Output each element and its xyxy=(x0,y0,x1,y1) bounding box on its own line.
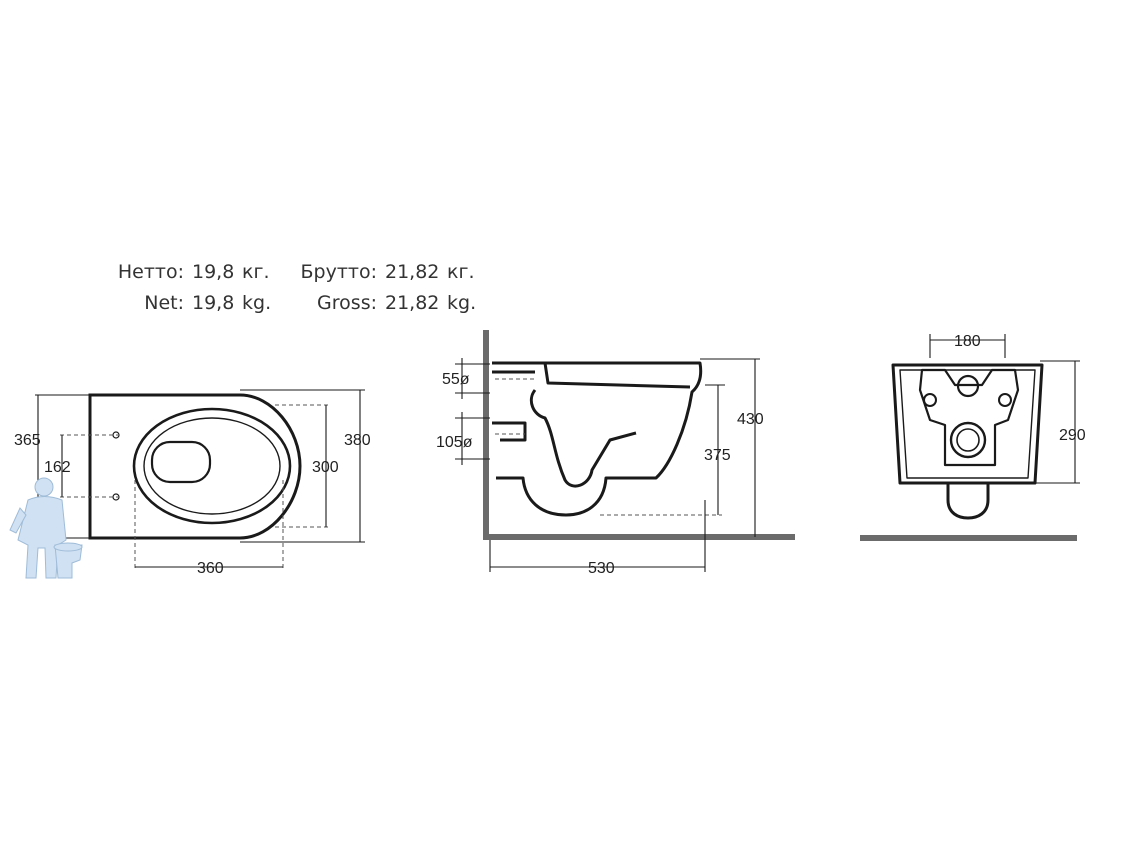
gross-unit-en: kg. xyxy=(447,292,477,314)
weight-spec-block: Нетто: 19,8 кг. Брутто: 21,82 кг. Net: 1… xyxy=(108,257,476,319)
weight-row-ru: Нетто: 19,8 кг. Брутто: 21,82 кг. xyxy=(108,257,476,288)
back-view-outlet xyxy=(949,421,987,459)
side-view-outlet xyxy=(492,421,527,442)
dim-380: 380 xyxy=(344,432,371,449)
back-view-bolt-right xyxy=(998,393,1012,407)
gross-value-en: 21,82 xyxy=(385,292,440,314)
gross-label-ru: Брутто: xyxy=(300,261,377,283)
back-view-bolt-left xyxy=(923,393,937,407)
gross-label-en: Gross: xyxy=(317,292,377,314)
dim-360: 360 xyxy=(197,560,224,577)
side-view xyxy=(455,330,795,572)
net-unit-en: kg. xyxy=(242,292,272,314)
gross-value-ru: 21,82 xyxy=(385,261,440,283)
side-view-floor xyxy=(483,534,795,540)
top-view-bowl-rim xyxy=(132,407,292,525)
net-label-ru: Нетто: xyxy=(117,261,184,283)
side-view-body xyxy=(492,361,703,517)
plumber-mascot-icon xyxy=(9,477,83,579)
top-view-drain xyxy=(150,440,212,484)
back-view xyxy=(860,334,1080,541)
side-view-top-rim xyxy=(543,362,691,389)
dim-430: 430 xyxy=(737,411,764,428)
side-view-trapway xyxy=(529,389,637,488)
back-view-outlet-inner xyxy=(956,428,980,452)
dim-375: 375 xyxy=(704,447,731,464)
back-view-plate xyxy=(918,368,1020,467)
top-view xyxy=(35,389,365,570)
top-view-bowl-inner xyxy=(143,417,281,515)
dim-162: 162 xyxy=(44,459,71,476)
dim-55-inlet: 55ø xyxy=(442,371,470,388)
dim-300: 300 xyxy=(312,459,339,476)
weight-row-en: Net: 19,8 kg. Gross: 21,82 kg. xyxy=(108,288,476,319)
back-view-inlet xyxy=(956,374,980,398)
back-view-drain-pipe xyxy=(946,484,990,520)
back-view-inner xyxy=(899,369,1036,479)
net-label-en: Net: xyxy=(144,292,184,314)
dim-530: 530 xyxy=(588,560,615,577)
top-view-body-outline xyxy=(88,393,302,540)
dim-365: 365 xyxy=(14,432,41,449)
net-value-en: 19,8 xyxy=(192,292,235,314)
side-view-wall xyxy=(483,330,489,540)
dim-105-outlet: 105ø xyxy=(436,434,473,451)
dim-290: 290 xyxy=(1059,427,1086,444)
gross-unit-ru: кг. xyxy=(447,261,475,283)
back-view-floor xyxy=(860,535,1077,541)
dim-180: 180 xyxy=(954,333,981,350)
net-value-ru: 19,8 xyxy=(192,261,235,283)
net-unit-ru: кг. xyxy=(242,261,270,283)
